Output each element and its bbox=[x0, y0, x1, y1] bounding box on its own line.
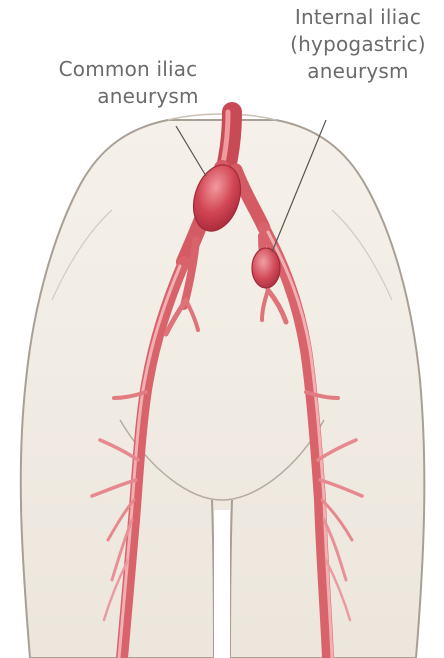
common-iliac-label-line2: aneurysm bbox=[38, 83, 218, 110]
internal-iliac-label-line1: Internal iliac bbox=[272, 4, 444, 31]
thigh-gap-fill bbox=[214, 510, 230, 658]
internal-iliac-label-line2: (hypogastric) bbox=[272, 31, 444, 58]
common-iliac-aneurysm-label: Common iliac aneurysm bbox=[38, 56, 218, 110]
common-iliac-label-line1: Common iliac bbox=[38, 56, 218, 83]
internal-iliac-aneurysm bbox=[252, 248, 280, 288]
internal-iliac-label-line3: aneurysm bbox=[272, 58, 444, 85]
internal-iliac-aneurysm-label: Internal iliac (hypogastric) aneurysm bbox=[272, 4, 444, 85]
